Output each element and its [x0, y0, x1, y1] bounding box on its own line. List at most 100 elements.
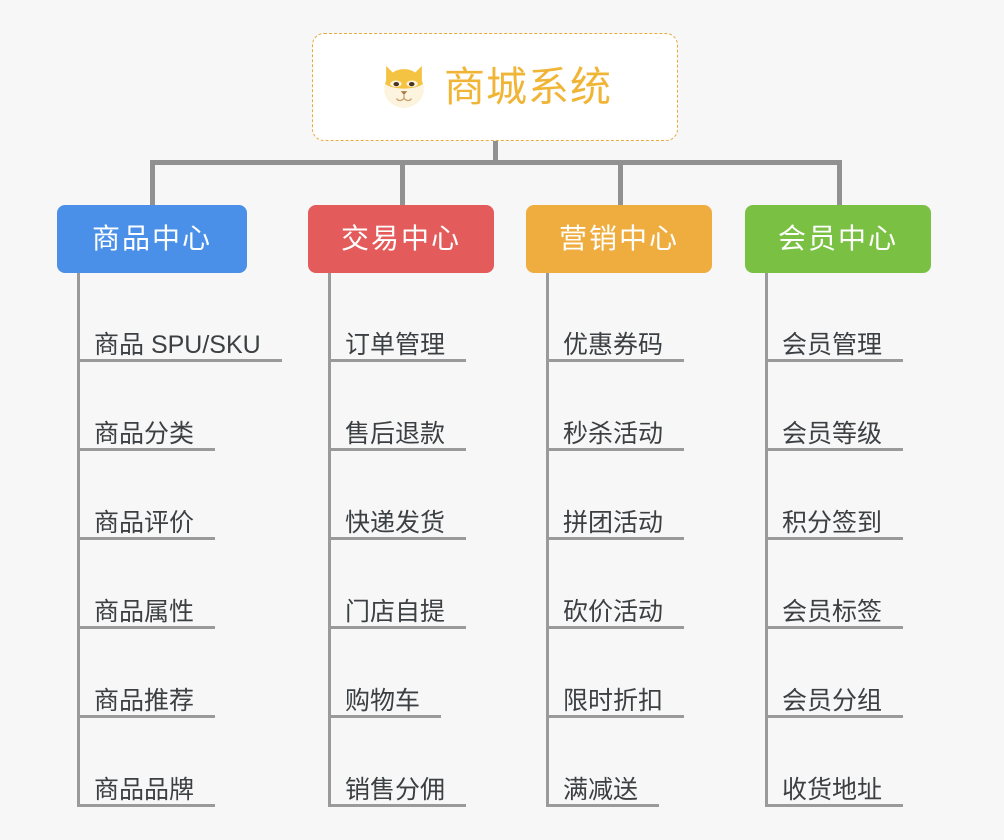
- leaf-item[interactable]: 商品评价: [77, 451, 247, 540]
- leaf-underline: [77, 715, 215, 718]
- leaf-label: 商品品牌: [94, 775, 195, 804]
- leaf-label: 订单管理: [345, 330, 446, 359]
- leaf-underline: [546, 537, 684, 540]
- leaf-list-trade-center: 订单管理 售后退款 快递发货 门店自提 购物车 销售分佣: [308, 273, 494, 807]
- category-label: 交易中心: [340, 223, 461, 254]
- leaf-item[interactable]: 秒杀活动: [546, 362, 712, 451]
- leaf-item[interactable]: 积分签到: [765, 451, 931, 540]
- leaf-underline: [765, 359, 903, 362]
- leaf-item[interactable]: 拼团活动: [546, 451, 712, 540]
- leaf-label: 满减送: [563, 775, 639, 804]
- leaf-item[interactable]: 售后退款: [328, 362, 494, 451]
- branch-column-member-center: 会员中心 会员管理 会员等级 积分签到 会员标签 会员分组: [745, 205, 931, 807]
- branch-column-trade-center: 交易中心 订单管理 售后退款 快递发货 门店自提 购物车: [308, 205, 494, 807]
- leaf-item[interactable]: 门店自提: [328, 540, 494, 629]
- leaf-item[interactable]: 商品品牌: [77, 718, 247, 807]
- root-node[interactable]: 商城系统: [312, 33, 678, 141]
- leaf-item[interactable]: 满减送: [546, 718, 712, 807]
- leaf-label: 商品 SPU/SKU: [94, 330, 261, 359]
- leaf-item[interactable]: 商品分类: [77, 362, 247, 451]
- leaf-underline: [765, 715, 903, 718]
- leaf-label: 积分签到: [782, 508, 883, 537]
- leaf-underline: [546, 715, 684, 718]
- leaf-underline: [77, 448, 215, 451]
- connector-drop-4: [837, 160, 842, 205]
- leaf-underline: [765, 448, 903, 451]
- category-label: 商品中心: [91, 223, 212, 254]
- leaf-item[interactable]: 销售分佣: [328, 718, 494, 807]
- leaf-underline: [546, 804, 659, 807]
- leaf-label: 商品推荐: [94, 686, 195, 715]
- category-box-trade-center[interactable]: 交易中心: [308, 205, 494, 273]
- connector-drop-1: [150, 160, 155, 205]
- leaf-underline: [546, 626, 684, 629]
- leaf-item[interactable]: 订单管理: [328, 273, 494, 362]
- leaf-trunk-line: [546, 273, 549, 807]
- leaf-item[interactable]: 限时折扣: [546, 629, 712, 718]
- leaf-label: 秒杀活动: [563, 419, 664, 448]
- leaf-trunk-line: [765, 273, 768, 807]
- leaf-label: 收货地址: [782, 775, 883, 804]
- leaf-underline: [77, 626, 215, 629]
- leaf-label: 销售分佣: [345, 775, 446, 804]
- leaf-item[interactable]: 优惠券码: [546, 273, 712, 362]
- leaf-underline: [765, 804, 903, 807]
- leaf-underline: [328, 537, 466, 540]
- connector-horizontal-bus: [150, 160, 842, 165]
- leaf-label: 会员分组: [782, 686, 883, 715]
- leaf-item[interactable]: 会员管理: [765, 273, 931, 362]
- leaf-list-product-center: 商品 SPU/SKU 商品分类 商品评价 商品属性 商品推荐 商品品牌: [57, 273, 282, 807]
- connector-drop-3: [618, 160, 623, 205]
- leaf-underline: [328, 626, 466, 629]
- leaf-item[interactable]: 砍价活动: [546, 540, 712, 629]
- leaf-list-marketing-center: 优惠券码 秒杀活动 拼团活动 砍价活动 限时折扣 满减送: [526, 273, 712, 807]
- leaf-underline: [77, 537, 215, 540]
- leaf-label: 限时折扣: [563, 686, 664, 715]
- leaf-item[interactable]: 会员分组: [765, 629, 931, 718]
- leaf-label: 商品评价: [94, 508, 195, 537]
- leaf-label: 购物车: [345, 686, 421, 715]
- leaf-label: 会员标签: [782, 597, 883, 626]
- branch-column-product-center: 商品中心 商品 SPU/SKU 商品分类 商品评价 商品属性 商品推荐: [57, 205, 282, 807]
- leaf-underline: [328, 804, 466, 807]
- leaf-label: 门店自提: [345, 597, 446, 626]
- shiba-dog-face-icon: [384, 65, 424, 108]
- leaf-item[interactable]: 商品属性: [77, 540, 247, 629]
- category-box-product-center[interactable]: 商品中心: [57, 205, 247, 273]
- leaf-label: 优惠券码: [563, 330, 664, 359]
- leaf-item[interactable]: 快递发货: [328, 451, 494, 540]
- leaf-item[interactable]: 会员等级: [765, 362, 931, 451]
- category-label: 营销中心: [558, 223, 679, 254]
- leaf-underline: [77, 804, 215, 807]
- leaf-label: 商品属性: [94, 597, 195, 626]
- leaf-underline: [328, 448, 466, 451]
- category-box-member-center[interactable]: 会员中心: [745, 205, 931, 273]
- leaf-underline: [765, 626, 903, 629]
- leaf-underline: [328, 359, 466, 362]
- leaf-underline: [77, 359, 282, 362]
- leaf-underline: [328, 715, 441, 718]
- leaf-item[interactable]: 购物车: [328, 629, 494, 718]
- leaf-item[interactable]: 会员标签: [765, 540, 931, 629]
- leaf-item[interactable]: 收货地址: [765, 718, 931, 807]
- branch-column-marketing-center: 营销中心 优惠券码 秒杀活动 拼团活动 砍价活动 限时折扣: [526, 205, 712, 807]
- leaf-label: 售后退款: [345, 419, 446, 448]
- connector-drop-2: [400, 160, 405, 205]
- leaf-list-member-center: 会员管理 会员等级 积分签到 会员标签 会员分组 收货地址: [745, 273, 931, 807]
- leaf-trunk-line: [77, 273, 80, 807]
- leaf-underline: [546, 448, 684, 451]
- leaf-label: 砍价活动: [563, 597, 664, 626]
- leaf-item[interactable]: 商品 SPU/SKU: [77, 273, 282, 362]
- category-label: 会员中心: [777, 223, 898, 254]
- leaf-item[interactable]: 商品推荐: [77, 629, 247, 718]
- leaf-label: 拼团活动: [563, 508, 664, 537]
- leaf-label: 快递发货: [345, 508, 446, 537]
- connector-root-stem: [493, 141, 498, 162]
- leaf-trunk-line: [328, 273, 331, 807]
- leaf-label: 商品分类: [94, 419, 195, 448]
- root-title: 商城系统: [444, 63, 612, 110]
- leaf-underline: [546, 359, 684, 362]
- category-box-marketing-center[interactable]: 营销中心: [526, 205, 712, 273]
- leaf-label: 会员管理: [782, 330, 883, 359]
